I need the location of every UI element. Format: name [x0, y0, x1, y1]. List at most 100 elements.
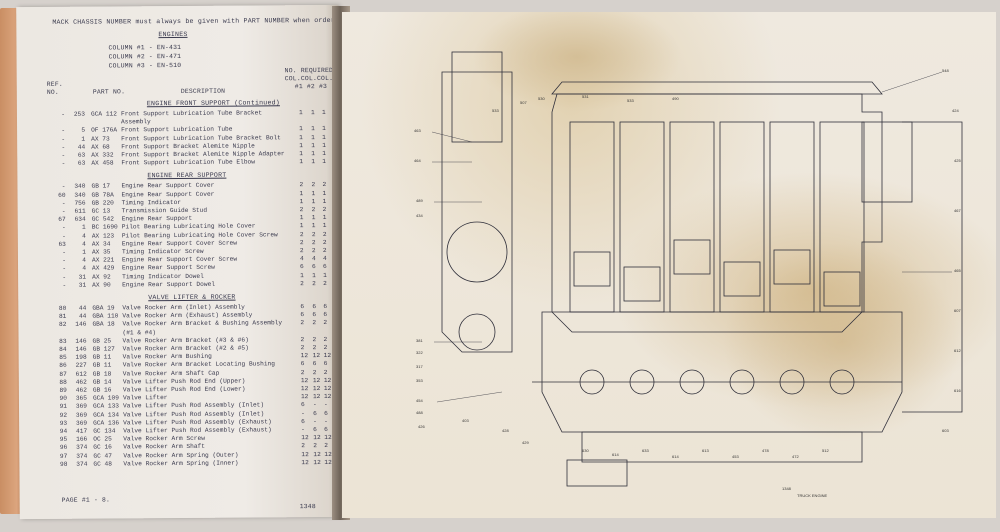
cell-q2: 1	[310, 109, 315, 117]
cell-q1: 12	[300, 393, 309, 401]
cell-qty: 44	[78, 304, 87, 312]
cell-ref: 90	[59, 394, 67, 403]
cell-desc: Engine Rear Support Cover	[121, 182, 215, 190]
cell-qty: 166	[76, 435, 88, 443]
cell-q1: 1	[299, 125, 303, 133]
cell-ref: 97	[59, 452, 68, 460]
cell-q2: 2	[311, 181, 316, 189]
cell-q3: 1	[322, 197, 327, 205]
no-required-header: NO. REQUIRED	[284, 66, 334, 75]
cell-q2: 12	[313, 458, 321, 466]
callout-label: 429	[522, 440, 529, 445]
cell-part: GC 47	[93, 452, 112, 460]
cell-q1: 1	[298, 109, 303, 117]
cell-q2: 6	[312, 311, 317, 319]
cell-q2: 2	[312, 319, 317, 327]
cell-part: AX 73	[91, 135, 110, 143]
callout-label: 381	[416, 338, 423, 343]
callout-label: 463	[414, 128, 421, 133]
callout-label: 533	[492, 108, 499, 113]
cell-desc: Valve Lifter Push Rod Assembly (Exhaust)	[123, 426, 272, 435]
callout-label: 616	[954, 388, 961, 393]
cell-ref: 94	[59, 427, 68, 435]
cell-q2: 1	[311, 133, 315, 141]
cell-qty: 63	[77, 151, 86, 159]
callout-label: 613	[702, 448, 709, 453]
cell-part: AX 90	[92, 281, 111, 289]
cell-part: GB 11	[92, 353, 112, 361]
cell-part: GC 134	[93, 427, 116, 435]
fan-pulley	[451, 51, 503, 143]
cell-part: GBA 110	[92, 312, 119, 320]
crank-throw	[829, 369, 855, 395]
cell-q1: -	[301, 426, 305, 434]
cell-q3: 12	[323, 384, 332, 392]
cell-q3: 6	[323, 360, 328, 368]
cell-q3: 12	[323, 376, 332, 384]
cell-qty: 756	[74, 199, 86, 207]
cell-q1: 6	[300, 303, 305, 311]
callout-label: 467	[954, 208, 961, 213]
cell-qty: 612	[75, 370, 87, 378]
cell-q2: 6	[312, 263, 316, 271]
cell-q3: 2	[322, 246, 327, 254]
cell-ref: 83	[59, 337, 67, 345]
cell-desc: Front Support Lubrication Tube Bracket	[120, 109, 263, 118]
cell-q3: 6	[323, 302, 328, 310]
cell-q3: 6	[323, 263, 327, 271]
piston	[623, 266, 661, 302]
cell-ref: -	[62, 224, 66, 232]
cell-part: AX 92	[92, 273, 111, 281]
cell-qty: 462	[75, 378, 87, 386]
callout-label: 607	[954, 308, 961, 313]
callout-label: 353	[416, 378, 423, 383]
cell-ref: 91	[59, 403, 68, 411]
callout-label: 317	[416, 364, 423, 369]
cell-qty: 5	[81, 127, 86, 135]
cell-part: GBA 18	[92, 320, 115, 328]
cell-ref: 85	[59, 353, 67, 362]
ref-header: REF.	[46, 80, 63, 88]
cell-ref: -	[61, 183, 66, 191]
callout-label: 603	[942, 428, 949, 433]
crank-throw	[629, 369, 655, 395]
cell-q3: 12	[324, 458, 332, 466]
piston	[673, 239, 711, 275]
cell-q3: 1	[322, 125, 326, 133]
section-heading: VALVE LIFTER & ROCKER	[148, 293, 236, 302]
cell-ref: 84	[59, 345, 67, 353]
cell-q2: 12	[313, 450, 321, 458]
cell-part: AX 221	[91, 256, 115, 264]
cell-part: GCA 136	[93, 419, 120, 427]
cell-desc: Valve Lifter Push Rod Assembly (Inlet)	[123, 410, 265, 418]
column-model-2: COLUMN #2 - EN-471	[108, 52, 182, 61]
cell-qty: 634	[74, 215, 86, 223]
crank-throw	[579, 369, 605, 395]
cell-part: GB 16	[92, 386, 112, 394]
cell-qty: 4	[82, 256, 87, 264]
cell-desc: Valve Rocker Arm (Exhaust) Assembly	[122, 311, 253, 320]
cell-q2: 1	[311, 125, 315, 133]
callout-label: 454	[416, 398, 423, 403]
cell-part: GC 542	[91, 215, 115, 223]
cell-q2: 1	[312, 271, 316, 279]
cell-q1: 2	[299, 238, 304, 246]
cell-q2: 1	[311, 214, 316, 222]
cell-desc: Valve Rocker Arm Screw	[123, 435, 205, 443]
crank-throw	[679, 369, 705, 395]
cell-q1: 1	[299, 150, 303, 158]
cell-q2: 12	[313, 434, 321, 442]
callout-label: 490	[672, 96, 679, 101]
cell-part: GB 220	[91, 199, 114, 207]
cell-qty: 31	[78, 281, 87, 289]
cell-q3: 1	[322, 158, 327, 166]
cell-q3: -	[323, 401, 328, 409]
callout-label: 614	[672, 454, 679, 459]
cell-q2: 12	[312, 385, 321, 393]
cell-q3: -	[324, 417, 328, 425]
cell-q3: 1	[321, 108, 326, 116]
cell-q2: 1	[311, 158, 316, 166]
cell-desc: Assembly	[120, 118, 151, 126]
cylinder-head-outline	[551, 93, 883, 333]
gauge-box	[861, 121, 913, 203]
